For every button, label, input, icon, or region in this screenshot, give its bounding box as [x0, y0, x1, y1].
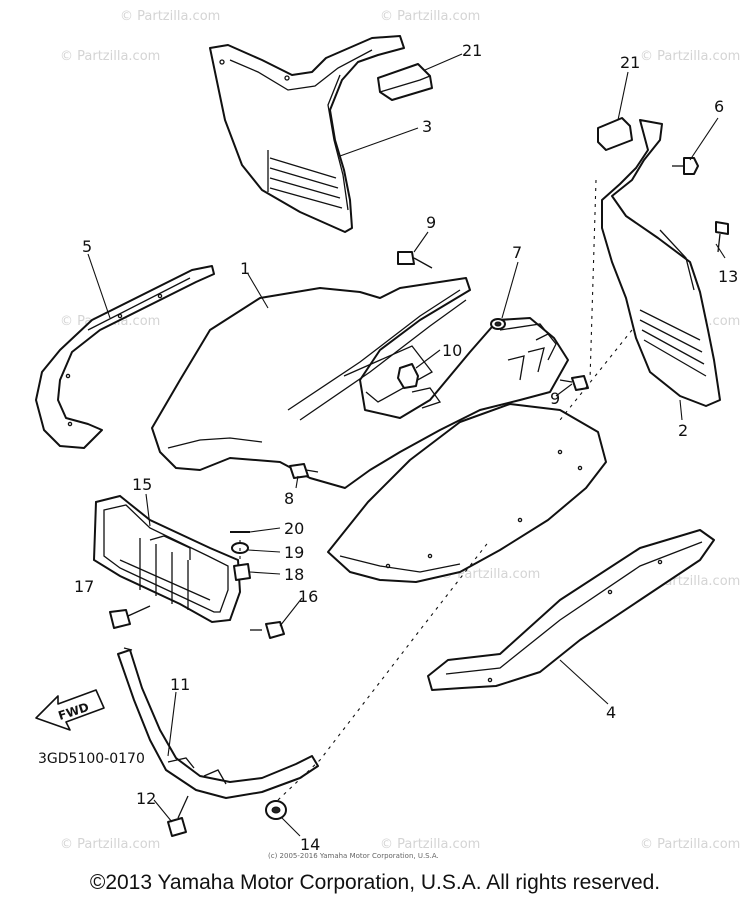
diagram-code: 3GD5100-0170 [38, 751, 145, 767]
callout-5: 5 [82, 237, 92, 256]
callout-18: 18 [284, 565, 304, 584]
callout-21-left: 21 [462, 41, 482, 60]
callout-4: 4 [606, 703, 616, 722]
watermark: © Partzilla.com [380, 9, 480, 24]
watermark: © Partzilla.com [380, 837, 480, 852]
callout-9-top: 9 [426, 213, 436, 232]
alignment-lines [239, 179, 633, 801]
callout-3: 3 [422, 117, 432, 136]
callout-16: 16 [298, 587, 318, 606]
callout-12: 12 [136, 789, 156, 808]
callout-19: 19 [284, 543, 304, 562]
watermark-layer: © Partzilla.com © Partzilla.com © Partzi… [60, 9, 740, 852]
callout-1: 1 [240, 259, 250, 278]
part-2-side-cover-right [601, 119, 721, 407]
part-11-stay [117, 647, 319, 799]
watermark: © Partzilla.com [440, 567, 540, 582]
callout-2: 2 [678, 421, 688, 440]
callout-15: 15 [132, 475, 152, 494]
leader-lines [87, 53, 726, 837]
callout-17: 17 [74, 577, 94, 596]
watermark: © Partzilla.com [120, 9, 220, 24]
small-copyright: (c) 2005-2016 Yamaha Motor Corporation, … [268, 852, 439, 860]
part-21-pad-left [377, 63, 433, 101]
copyright-notice: ©2013 Yamaha Motor Corporation, U.S.A. A… [90, 871, 660, 894]
part-4-flap [427, 529, 715, 691]
watermark: © Partzilla.com [640, 837, 740, 852]
callout-8: 8 [284, 489, 294, 508]
callout-6: 6 [714, 97, 724, 116]
fwd-arrow: FWD [35, 689, 105, 731]
callout-14: 14 [300, 835, 320, 854]
callout-9-right: 9 [550, 389, 560, 408]
watermark: © Partzilla.com [60, 49, 160, 64]
callout-11: 11 [170, 675, 190, 694]
watermark: © Partzilla.com [640, 49, 740, 64]
callout-labels: 1 2 3 4 5 6 7 8 9 9 10 11 12 13 14 15 16… [74, 41, 738, 854]
part-15-guard [92, 494, 242, 624]
part-3-side-cover-left [209, 35, 405, 233]
callout-10: 10 [442, 341, 462, 360]
part-21-pad-right [597, 117, 633, 151]
watermark: © Partzilla.com [60, 837, 160, 852]
callout-13: 13 [718, 267, 738, 286]
callout-20: 20 [284, 519, 304, 538]
callout-21-right: 21 [620, 53, 640, 72]
part-5-trim-strip [35, 265, 215, 449]
callout-7: 7 [512, 243, 522, 262]
fender-shell [327, 403, 607, 583]
